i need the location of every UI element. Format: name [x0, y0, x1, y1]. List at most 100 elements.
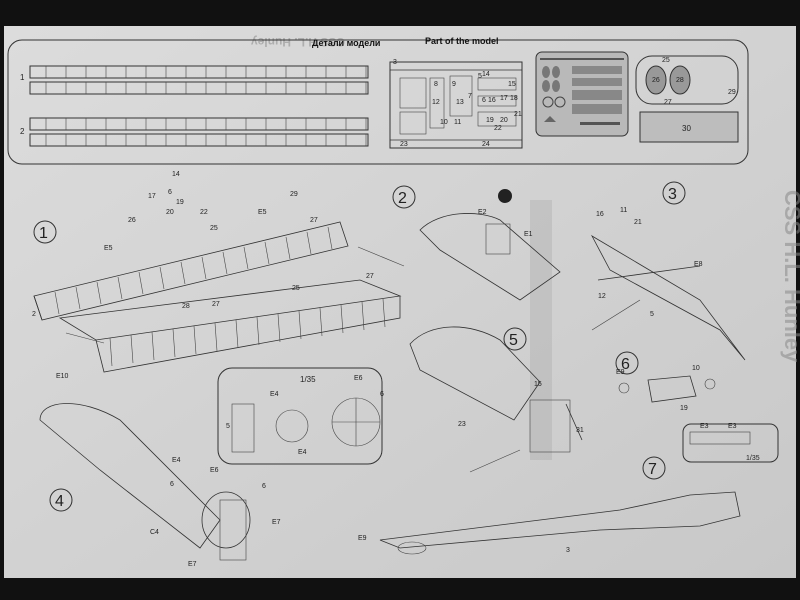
part-callout: 29: [728, 89, 736, 96]
sprue-1-label: 1: [20, 73, 25, 82]
part-callout: E3: [700, 423, 709, 430]
part-callout: E9: [358, 535, 367, 542]
part-callout: E5: [258, 209, 267, 216]
part-callout: 18: [510, 95, 518, 102]
part-callout: 20: [166, 209, 174, 216]
part-callout: 21: [514, 111, 522, 118]
part-callout: 3: [393, 59, 397, 66]
part-callout: E2: [478, 209, 487, 216]
part-callout: 10: [440, 119, 448, 126]
part-callout: 26: [652, 77, 660, 84]
part-callout: 6: [380, 391, 384, 398]
title-en: Part of the model: [425, 36, 499, 46]
part-callout: 3: [566, 547, 570, 554]
part-callout: E9: [616, 369, 625, 376]
part-callout: 26: [128, 217, 136, 224]
part-callout: 5: [478, 73, 482, 80]
resin-discs: 25 26 27 28 29: [635, 55, 739, 106]
part-callout: E3: [728, 423, 737, 430]
part-callout: 6: [482, 97, 486, 104]
part-callout: 2: [32, 311, 36, 318]
step-6-number: 6: [621, 356, 630, 373]
part-callout: 13: [456, 99, 464, 106]
part-callout: 19: [486, 117, 494, 124]
step-4-number: 4: [55, 493, 64, 510]
inset-scale: 1/35: [300, 375, 316, 384]
part-callout: E1: [524, 231, 533, 238]
part-callout: 17: [148, 193, 156, 200]
ghost-title-top: CSS H.L. Hunley: [251, 35, 345, 49]
ghost-title: CSS H.L. Hunley: [780, 190, 800, 363]
part-callout: E6: [210, 467, 219, 474]
step-2-number: 2: [398, 190, 407, 207]
part-callout: 11: [620, 207, 627, 214]
part-callout: 11: [454, 119, 461, 126]
part-callout: 19: [176, 199, 184, 206]
part-callout: E7: [188, 561, 197, 568]
part-callout: 9: [452, 81, 456, 88]
ghost-streak: [530, 200, 552, 460]
part-callout: 19: [680, 405, 688, 412]
step-7: 7 E9 3: [358, 456, 741, 555]
part-callout: 15: [508, 81, 516, 88]
part-callout: 25: [662, 57, 670, 64]
part-callout: E4: [298, 449, 307, 456]
part-callout: 23: [458, 421, 466, 428]
part-callout: E7: [272, 519, 281, 526]
inset6-scale: 1/35: [746, 455, 760, 462]
part-callout: 5: [650, 311, 654, 318]
part-callout: 8: [434, 81, 438, 88]
part-callout: C4: [150, 529, 159, 536]
part-callout: 28: [676, 77, 684, 84]
part-callout: E8: [694, 261, 703, 268]
step-5-number: 5: [509, 332, 518, 349]
part-callout: 27: [664, 99, 672, 106]
part-callout: E4: [172, 457, 181, 464]
sprue-2-label: 2: [20, 127, 25, 136]
part-callout: 6: [168, 189, 172, 196]
photo-etch-fret: [535, 51, 629, 137]
part-callout: E5: [104, 245, 113, 252]
part-callout: 27: [310, 217, 318, 224]
parts-panel: [7, 39, 749, 165]
part-callout: 23: [400, 141, 408, 148]
step-3-number: 3: [668, 186, 677, 203]
part-callout: 24: [482, 141, 490, 148]
part-callout: 20: [500, 117, 508, 124]
part-callout: 6: [170, 481, 174, 488]
part-callout: 27: [212, 301, 220, 308]
part-30-label: 30: [682, 124, 691, 133]
step-7-number: 7: [648, 461, 657, 478]
part-callout: 22: [200, 209, 208, 216]
part-callout: 21: [634, 219, 642, 226]
part-30-plate: [639, 111, 739, 143]
part-callout: 12: [432, 99, 440, 106]
part-callout: 6: [262, 483, 266, 490]
part-callout: 27: [366, 273, 374, 280]
part-callout: E4: [270, 391, 279, 398]
part-callout: 7: [468, 93, 472, 100]
part-callout: 25: [292, 285, 300, 292]
part-callout: 10: [692, 365, 700, 372]
part-callout: 29: [290, 191, 298, 198]
part-callout: 25: [210, 225, 218, 232]
part-callout: E6: [354, 375, 363, 382]
part-callout: 14: [482, 71, 490, 78]
part-callout: 16: [488, 97, 496, 104]
sprue-1: 1: [20, 65, 369, 95]
part-callout: 22: [494, 125, 502, 132]
step-1-number: 1: [39, 225, 48, 242]
sprue-2: 2: [20, 117, 369, 147]
title-ru: Детали модели: [312, 38, 380, 48]
part-callout: 16: [596, 211, 604, 218]
part-callout: 31: [576, 427, 584, 434]
part-callout: E10: [56, 373, 69, 380]
part-callout: 17: [500, 95, 508, 102]
